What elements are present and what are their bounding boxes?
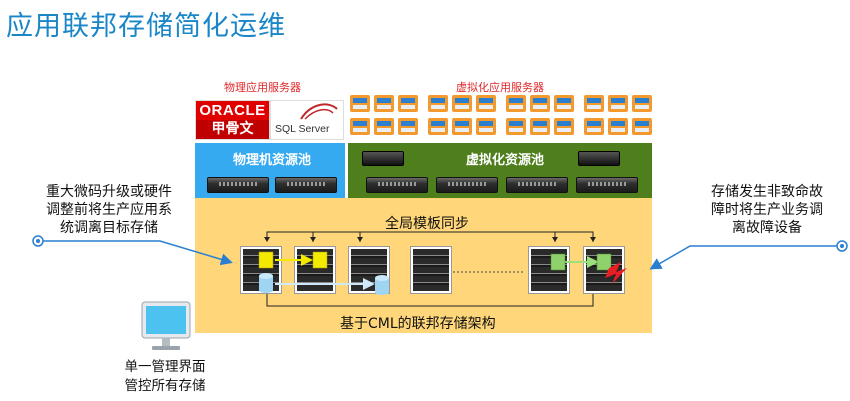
- sync-arrow-icon: [357, 237, 363, 242]
- page-title: 应用联邦存储简化运维: [6, 11, 286, 42]
- vm-icon: [530, 118, 550, 135]
- single-management-label: 单一管理界面 管控所有存储: [110, 358, 220, 396]
- server-rack-icon: [275, 177, 337, 193]
- virtual-resource-pool: 虚拟化资源池: [348, 143, 652, 198]
- sql-server-text: SQL Server: [275, 123, 330, 135]
- single-management-line: 单一管理界面: [124, 359, 206, 375]
- vm-icon: [350, 95, 370, 112]
- vm-icon: [398, 118, 418, 135]
- vm-icon: [608, 95, 628, 112]
- sync-arrow-icon: [590, 237, 596, 242]
- vm-icon: [350, 118, 370, 135]
- physical-resource-pool: 物理机资源池: [195, 143, 345, 198]
- yellow-lun-block: [312, 251, 328, 269]
- right-callout-arrow: [649, 245, 840, 270]
- server-rack-icon: [578, 151, 620, 166]
- single-management-line: 管控所有存储: [124, 378, 206, 394]
- left-callout-line: 重大微码升级或硬件: [46, 184, 172, 200]
- server-rack-icon: [506, 177, 568, 193]
- vm-icon: [584, 118, 604, 135]
- left-callout-arrow: [40, 240, 233, 266]
- server-rack-icon: [436, 177, 498, 193]
- server-rack-icon: [362, 151, 404, 166]
- sync-arrow-icon: [552, 237, 558, 242]
- blue-volume-cylinder: [259, 273, 273, 293]
- vm-icon: [398, 95, 418, 112]
- right-callout-line: 存储发生非致命故: [711, 184, 823, 200]
- vm-icon: [374, 95, 394, 112]
- server-rack-icon: [576, 177, 638, 193]
- vm-icon: [554, 95, 574, 112]
- virtual-pool-title: 虚拟化资源池: [466, 153, 545, 168]
- lightning-fault-icon: [605, 262, 627, 284]
- storage-diagram: [264, 231, 596, 307]
- right-callout-line: 障时将生产业务调: [711, 202, 823, 218]
- vm-icon: [584, 95, 604, 112]
- federated-architecture-label: 基于CML的联邦存储架构: [340, 316, 496, 332]
- vm-icon: [374, 118, 394, 135]
- vm-icon: [476, 118, 496, 135]
- monitor-icon: [141, 301, 191, 350]
- oracle-logo-text: ORACLE: [196, 101, 269, 120]
- vm-icon: [506, 95, 526, 112]
- left-callout: 重大微码升级或硬件 调整前将生产应用系 统调离目标存储: [24, 183, 194, 237]
- right-callout-line: 离故障设备: [732, 220, 802, 236]
- vm-icon: [452, 95, 472, 112]
- vm-icon: [452, 118, 472, 135]
- vm-icon: [530, 95, 550, 112]
- vm-icon: [428, 95, 448, 112]
- vm-icon: [476, 95, 496, 112]
- physical-servers-label: 物理应用服务器: [224, 81, 301, 94]
- green-lun-block: [550, 253, 566, 271]
- right-callout: 存储发生非致命故 障时将生产业务调 离故障设备: [688, 183, 846, 237]
- vm-icon: [608, 118, 628, 135]
- virtual-servers-label: 虚拟化应用服务器: [456, 81, 544, 94]
- oracle-logo-cn: 甲骨文: [196, 120, 269, 139]
- vm-icon: [554, 118, 574, 135]
- sync-arrow-icon: [264, 237, 270, 242]
- oracle-logo: ORACLE 甲骨文: [195, 100, 270, 140]
- vm-grid: [350, 95, 655, 139]
- blue-volume-cylinder: [375, 275, 389, 295]
- physical-pool-title: 物理机资源池: [233, 153, 312, 168]
- sql-server-logo: SQL Server: [270, 100, 344, 140]
- sync-arrow-icon: [310, 237, 316, 242]
- global-template-sync-label: 全局模板同步: [385, 216, 469, 232]
- sql-server-swoosh-icon: [300, 103, 338, 120]
- server-rack-icon: [366, 177, 428, 193]
- storage-array-icon: [410, 246, 452, 294]
- vm-icon: [428, 118, 448, 135]
- left-callout-line: 调整前将生产应用系: [46, 202, 172, 218]
- vm-icon: [506, 118, 526, 135]
- left-callout-line: 统调离目标存储: [60, 220, 158, 236]
- green-lun-block: [596, 253, 612, 271]
- yellow-lun-block: [258, 251, 274, 269]
- server-rack-icon: [207, 177, 269, 193]
- data-flow-overlay: [258, 251, 627, 295]
- federation-bracket: [266, 294, 594, 307]
- vm-icon: [632, 118, 652, 135]
- vm-icon: [632, 95, 652, 112]
